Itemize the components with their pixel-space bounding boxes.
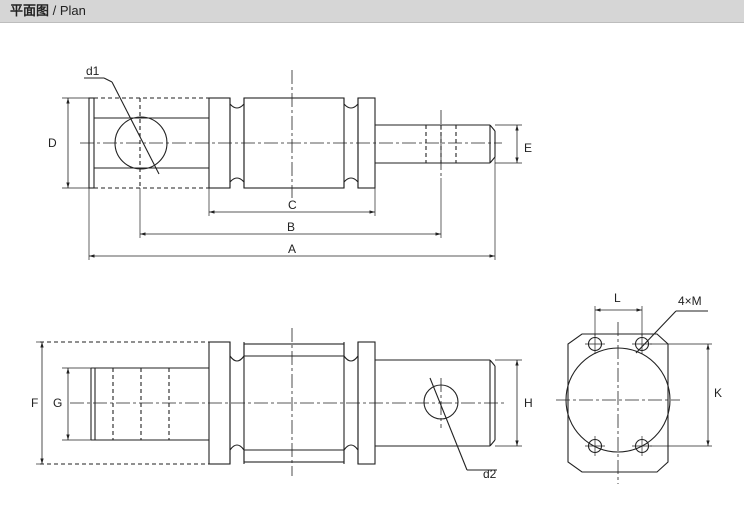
label-D: D	[48, 136, 57, 150]
label-B: B	[287, 220, 295, 234]
label-C: C	[288, 198, 297, 212]
label-A: A	[288, 242, 296, 256]
end-view	[556, 306, 712, 484]
label-H: H	[524, 396, 533, 410]
header-bar: 平面图 / Plan	[0, 0, 744, 23]
label-L: L	[614, 291, 621, 305]
label-K: K	[714, 386, 722, 400]
label-d2: d2	[483, 467, 497, 481]
top-view	[62, 70, 522, 260]
page-title: 平面图 / Plan	[10, 3, 86, 19]
label-G: G	[53, 396, 62, 410]
title-english: Plan	[59, 3, 86, 18]
label-d1: d1	[86, 64, 100, 78]
bottom-view	[36, 328, 522, 476]
title-chinese: 平面图	[10, 3, 50, 18]
label-F: F	[31, 396, 38, 410]
title-separator: /	[49, 3, 60, 18]
flange-plate	[567, 333, 669, 473]
label-M: 4×M	[678, 294, 702, 308]
label-E: E	[524, 141, 532, 155]
